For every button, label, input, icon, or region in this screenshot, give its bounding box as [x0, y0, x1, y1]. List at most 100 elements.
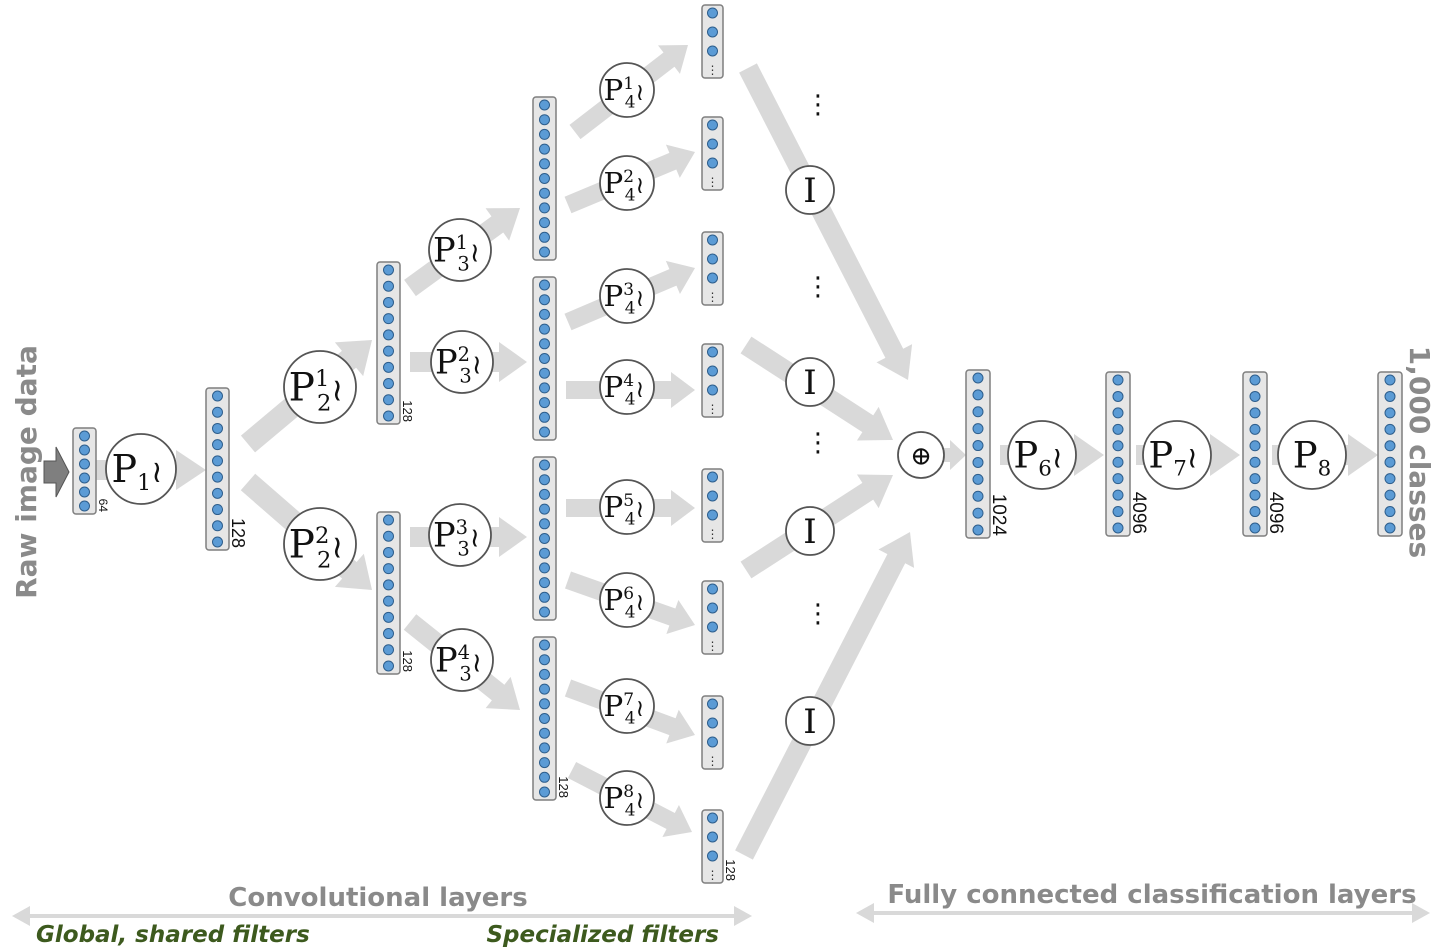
arrow-concat-fc1 — [942, 440, 966, 470]
vertical-ellipsis-4: ⋮ — [805, 599, 831, 629]
neuron-node — [383, 394, 394, 406]
neuron-node — [707, 717, 718, 729]
identity-op-4-symbol: I — [803, 702, 816, 742]
neuron-node — [212, 406, 223, 418]
identity-op-4: I — [785, 696, 835, 746]
labels: Raw image data 1,000 classes Convolution… — [10, 90, 1436, 948]
neuron-node — [707, 812, 718, 824]
neuron-node — [972, 524, 984, 536]
neuron-node — [972, 456, 984, 468]
neuron-node — [539, 308, 550, 320]
neuron-node — [1112, 456, 1124, 468]
neuron-node — [539, 577, 550, 589]
neuron-node — [707, 583, 718, 595]
layer4-vector-3-bar — [701, 231, 724, 306]
neuron-node — [707, 736, 718, 748]
neuron-node — [212, 536, 223, 548]
neuron-node — [1249, 423, 1261, 435]
neuron-node — [539, 503, 550, 515]
p4-6-operator-circle — [599, 572, 655, 628]
p6-operator: P6≀ — [1007, 420, 1077, 490]
layer4-vector-1-bar — [701, 4, 724, 79]
neuron-node — [539, 338, 550, 350]
conv-section-label: Convolutional layers — [228, 883, 527, 913]
p4-8-operator-circle — [599, 770, 655, 826]
neuron-node — [539, 713, 550, 724]
neuron-node — [707, 45, 718, 57]
neuron-node — [212, 422, 223, 434]
neuron-node — [383, 660, 394, 672]
input-vector: 64 — [72, 427, 110, 515]
vertical-ellipsis-3: ⋮ — [805, 428, 831, 458]
p7-operator-symbol: P7≀ — [1148, 434, 1198, 482]
p3-2-operator-circle — [430, 330, 494, 394]
neuron-node — [1112, 374, 1124, 386]
neuron-node — [79, 486, 90, 498]
layer4-vector-8: ⋮128 — [701, 809, 738, 884]
conv-axis-left-head — [12, 906, 30, 926]
p8-operator: P8 — [1277, 420, 1347, 490]
p3-4-operator-circle — [430, 628, 494, 692]
vertical-ellipsis-2: ⋮ — [805, 272, 831, 302]
p8-operator-circle — [1277, 420, 1347, 490]
neuron-node — [383, 595, 394, 607]
neuron-node — [707, 365, 718, 377]
p3-3-operator-circle — [428, 503, 492, 567]
neuron-node — [707, 346, 718, 358]
fc-axis-left-head — [856, 903, 874, 923]
neuron-node — [972, 490, 984, 502]
p6-operator-circle — [1007, 420, 1077, 490]
neuron-node — [1249, 473, 1261, 485]
neuron-node — [1249, 440, 1261, 452]
identity-op-1: I — [785, 165, 835, 215]
output-label: 1,000 classes — [1403, 346, 1436, 558]
layer3c-vector — [532, 456, 557, 621]
neuron-node — [707, 471, 718, 483]
neuron-node — [383, 563, 394, 575]
neuron-node — [1384, 390, 1396, 402]
neuron-node — [707, 7, 718, 19]
neuron-node — [539, 488, 550, 500]
vector-ellipsis: ⋮ — [707, 402, 719, 416]
concat-op: ⊕ — [897, 431, 945, 479]
neuron-node — [972, 440, 984, 452]
layer4-vector-4: ⋮ — [701, 343, 724, 418]
layer2a-vector: 128 — [376, 261, 415, 425]
neuron-node — [539, 187, 550, 199]
fc2-vector: 4096 — [1105, 371, 1149, 537]
layer3a-vector — [532, 96, 557, 261]
vector-ellipsis: ⋮ — [707, 290, 719, 304]
neuron-node — [707, 490, 718, 502]
neuron-node — [972, 473, 984, 485]
size-label-fc3: 4096 — [1265, 492, 1286, 534]
size-label-l2a: 128 — [400, 400, 415, 422]
fc-section-label: Fully connected classification layers — [887, 880, 1416, 910]
p7-operator: P7≀ — [1142, 420, 1212, 490]
neuron-node — [1384, 489, 1396, 501]
neuron-node — [539, 668, 550, 680]
size-label-l4: 128 — [723, 859, 738, 881]
identity-op-4-circle — [785, 696, 835, 746]
neuron-node — [539, 533, 550, 544]
neuron-node — [1112, 473, 1124, 485]
input-arrow — [43, 446, 70, 498]
layer2a-vector-bar — [376, 261, 401, 425]
neuron-node — [79, 458, 90, 470]
identity-op-3-circle — [785, 506, 835, 556]
neuron-node — [539, 173, 550, 184]
p4-3-operator-circle — [599, 268, 655, 324]
fc1-vector-bar — [965, 369, 991, 539]
p4-5-operator-circle — [599, 479, 655, 535]
neuron-node — [383, 296, 394, 308]
neuron-node — [212, 520, 223, 532]
size-label-l3: 128 — [556, 776, 571, 798]
p4-7-operator-circle — [599, 678, 655, 734]
neuron-node — [539, 742, 550, 754]
